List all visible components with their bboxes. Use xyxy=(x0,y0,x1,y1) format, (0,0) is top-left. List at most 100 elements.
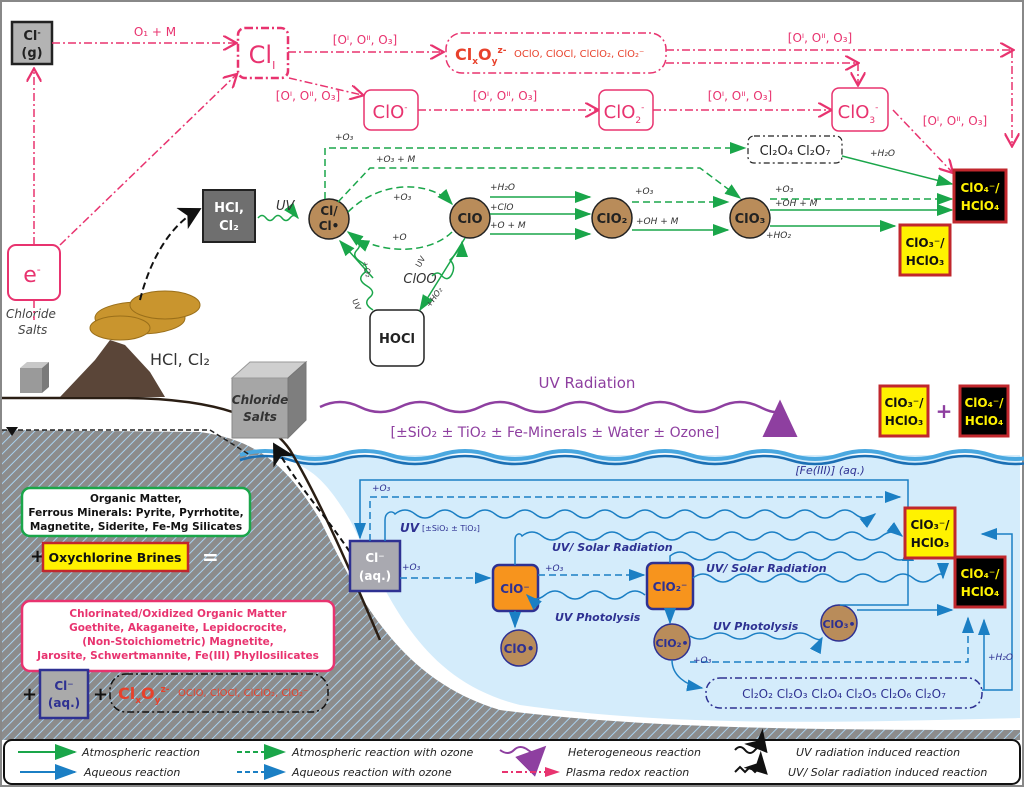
o3-clo2-label: +O₃ xyxy=(635,187,654,197)
aq-clo2-radical-label: ClO₂• xyxy=(655,637,688,650)
o3-clo-label: +O₃ xyxy=(545,564,564,574)
o3-loop-label: +O₃ xyxy=(393,193,412,203)
aq-perchlorate-label-2: HClO₄ xyxy=(961,585,999,599)
o3-top-aq-label: +O₃ xyxy=(372,484,391,494)
clxoy-species: OClO, ClOCl, ClClO₂, ClO₂⁻ xyxy=(514,49,644,60)
fe-iii-return-arrow xyxy=(354,479,909,540)
electron-label: e- xyxy=(23,263,41,288)
uv-cloo-label: UV xyxy=(414,254,428,269)
atm-perchlorate-label-2: HClO₄ xyxy=(961,199,999,213)
water-surface-2 xyxy=(239,454,1024,466)
cl-gas-label: Cl- xyxy=(23,28,40,44)
surface-perchlorate-label-2: HClO₄ xyxy=(965,414,1003,428)
legend-label-4: Aqueous reaction xyxy=(83,766,180,779)
volcanic-gas-label: HCl, Cl₂ xyxy=(150,350,210,369)
surface-plus: + xyxy=(936,399,953,423)
oxides-to-chlorate-arrow xyxy=(980,528,1013,691)
h2o-aq-label: +H₂O xyxy=(988,653,1013,663)
aq-chlorate-box xyxy=(903,506,957,560)
bracket-label-2: [Oᴵ, Oᴵᴵ, O₃] xyxy=(788,31,852,45)
chlorine-oxides-label: Cl₂O₂ Cl₂O₃ Cl₂O₄ Cl₂O₅ Cl₂O₆ Cl₂O₇ xyxy=(742,687,946,701)
oh-m-clo2-label: +OH + M xyxy=(636,217,679,227)
o3-top-label: +O₃ xyxy=(335,133,354,143)
oxidized-line-3: (Non-Stoichiometric) Magnetite, xyxy=(82,636,273,648)
bracket-label-3: [Oᴵ, Oᴵᴵ, O₃] xyxy=(276,89,340,103)
legend-label-7: UV/ Solar radiation induced reaction xyxy=(788,766,987,779)
subsurface-cl-aq-box xyxy=(38,668,90,720)
subsurface-plus-2: + xyxy=(22,684,37,705)
legend-label-0: Atmospheric reaction xyxy=(81,746,200,759)
clo2-photolysis-to-clo-arrow xyxy=(525,590,646,610)
cl-o3-to-chlorate-arrow xyxy=(369,491,902,541)
clo-clo-label: +ClO xyxy=(490,203,513,213)
subsurface-cl-aq-label-2: (aq.) xyxy=(48,696,80,710)
cl-radical-label-1: Cl/ xyxy=(320,204,338,218)
volcano-icon xyxy=(60,340,165,397)
bracket-label-1: [Oᴵ, Oᴵᴵ, O₃] xyxy=(333,33,397,47)
aq-clo2-minus-label: ClO₂⁻ xyxy=(653,580,688,594)
cl-aq-box xyxy=(348,539,402,593)
aq-perchlorate-box xyxy=(953,555,1007,609)
cl-gas-phase: (g) xyxy=(21,46,42,61)
water-table-marker-icon xyxy=(6,427,18,436)
volcanic-plume-icon xyxy=(89,290,201,341)
uv-label: UV xyxy=(276,199,296,214)
cl-o3-to-cl2o4-arrow xyxy=(324,142,747,199)
cl2o7-h2o-arrow xyxy=(841,155,954,187)
cl-o3-to-clo-arrow xyxy=(347,186,454,213)
subsurface-equals: = xyxy=(202,545,219,569)
clo-uv-to-chlorate-arrow xyxy=(514,521,904,565)
atm-perchlorate-label-1: ClO₄⁻/ xyxy=(960,181,1000,195)
clo3-minus-box xyxy=(831,87,889,132)
ferrous-line-3: Magnetite, Siderite, Fe-Mg Silicates xyxy=(30,521,242,533)
o3-clo2r-label: +O₃ xyxy=(693,656,712,666)
ferrous-minerals-box xyxy=(20,486,252,538)
sio2-tio2-label: [±SiO₂ ± TiO₂] xyxy=(422,524,480,533)
atm-chlorate-label-1: ClO₃⁻/ xyxy=(905,236,945,250)
cl-I-box xyxy=(236,26,290,80)
legend-zigzag-black-icon xyxy=(734,750,768,775)
oxidized-line-2: Goethite, Akaganeite, Lepidocrocite, xyxy=(69,622,287,634)
chloride-salts-cube-icon xyxy=(230,360,308,440)
subsurface-plus-1: + xyxy=(30,546,45,567)
h2o-cl2o7-label: +H₂O xyxy=(870,149,895,159)
aq-chlorate-label-1: ClO₃⁻/ xyxy=(910,518,950,532)
h2o-label: +H₂O xyxy=(490,183,515,193)
aq-clo3-radical-node xyxy=(820,604,858,642)
cloo-uv-to-clo-arrow xyxy=(431,240,468,280)
o-m-label: +O + M xyxy=(490,221,526,231)
legend-label-5: Aqueous reaction with ozone xyxy=(291,766,452,779)
uv-sio2-label: UV xyxy=(400,521,421,535)
clo3-radical-to-chlorate-arrow xyxy=(840,544,914,606)
aq-clo-radical-label: ClO• xyxy=(504,642,535,656)
clo2-radical-photolysis-arrow xyxy=(689,632,823,655)
clxoy-box xyxy=(445,32,667,74)
legend-label-1: Atmospheric reaction with ozone xyxy=(291,746,474,759)
chloride-salts-small-cube-icon xyxy=(20,362,49,393)
chloride-salts-small-label-1: Chloride xyxy=(6,307,56,321)
bracket-label-6: [Oᴵ, Oᴵᴵ, O₃] xyxy=(923,114,987,128)
chloride-salts-cube-label-1: Chloride xyxy=(232,393,288,407)
heterogeneous-conditions-label: [±SiO₂ ± TiO₂ ± Fe-Minerals ± Water ± Oz… xyxy=(391,425,720,441)
legend-wavy-purple-icon xyxy=(499,745,547,777)
chloride-salts-small-label-2: Salts xyxy=(18,323,47,337)
cl-aq-to-salts-arrow xyxy=(273,442,356,561)
chloride-salts-cube-label-2: Salts xyxy=(243,410,277,424)
oxidized-line-4: Jarosite, Schwertmannite, Fe(III) Phyllo… xyxy=(36,650,319,662)
electron-to-cl-I-arrow xyxy=(59,75,236,246)
water-surface xyxy=(239,449,1024,461)
uv-heterogeneous-arrow xyxy=(319,399,798,438)
fe-iii-label: [Fe(III)] (aq.) xyxy=(795,464,864,477)
subsurface-cl-aq-label-1: Cl⁻ xyxy=(54,679,73,693)
cl-aq-label-1: Cl⁻ xyxy=(365,551,384,565)
surface-perchlorate-box xyxy=(958,384,1010,438)
uv-photolysis-2-label: UV Photolysis xyxy=(713,620,799,633)
legend-label-3: UV radiation induced reaction xyxy=(796,746,960,759)
cl-I-to-clo-arrow xyxy=(288,77,362,95)
aq-chlorate-label-2: HClO₃ xyxy=(911,536,949,550)
cl-radical-node xyxy=(308,198,350,240)
cl-radical-label-2: Cl• xyxy=(319,219,340,233)
surface-perchlorate-label-1: ClO₄⁻/ xyxy=(964,396,1004,410)
